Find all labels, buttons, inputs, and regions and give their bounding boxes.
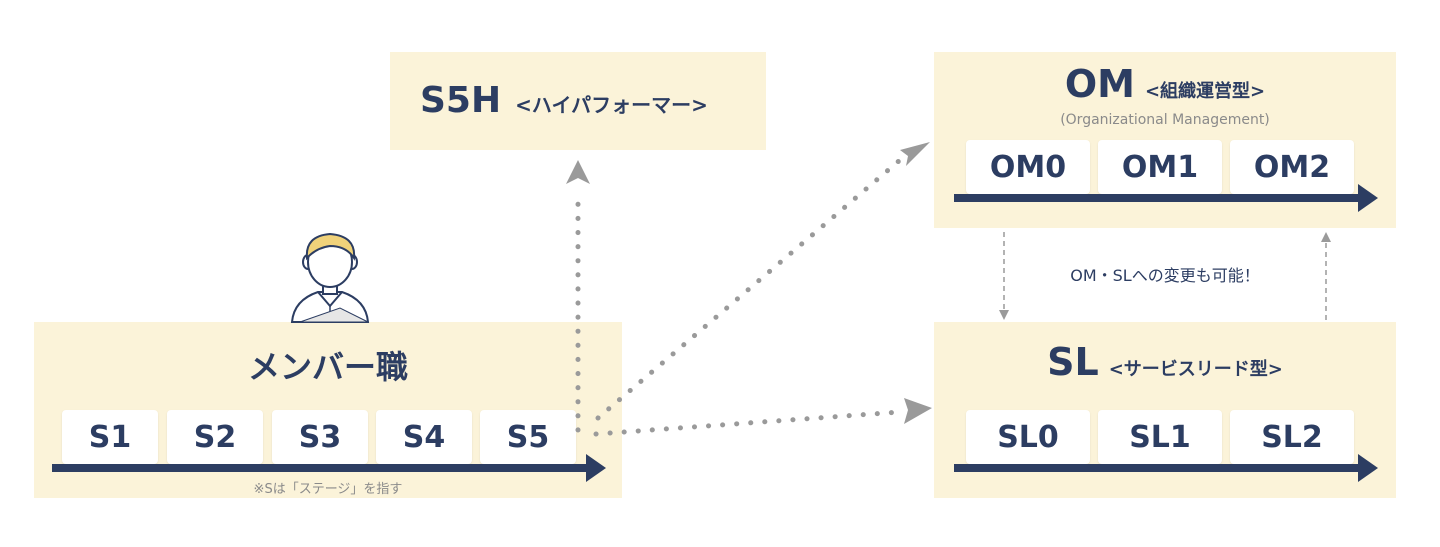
- dotted-path-s5-to-sl: [593, 398, 932, 437]
- member-stage-s4: S4: [376, 410, 472, 464]
- member-progress-arrow: [52, 454, 606, 482]
- s5h-code: S5H: [420, 80, 502, 121]
- om-english-label: (Organizational Management): [1060, 112, 1270, 128]
- om-subtitle: <組織運営型>: [1144, 81, 1266, 102]
- sl-stage-0: SL0: [966, 410, 1090, 464]
- member-stage-s2: S2: [167, 410, 263, 464]
- person-icon: [290, 232, 370, 323]
- sl-stage-2: SL2: [1230, 410, 1354, 464]
- dotted-path-s5-to-s5h: [566, 160, 590, 433]
- om-progress-arrow: [954, 184, 1378, 212]
- om-stage-0: OM0: [966, 140, 1090, 194]
- dashed-arrow-sl-to-om: [1321, 232, 1331, 320]
- member-stage-s1: S1: [62, 410, 158, 464]
- switch-note: OM・SLへの変更も可能！: [1070, 266, 1260, 285]
- sl-code: SL: [1047, 340, 1099, 384]
- s5h-subtitle: <ハイパフォーマー>: [515, 93, 708, 117]
- member-stage-s3: S3: [272, 410, 368, 464]
- member-stage-note: ※Sは「ステージ」を指す: [253, 482, 403, 497]
- s5h-panel: S5H <ハイパフォーマー>: [390, 52, 766, 150]
- sl-stage-1: SL1: [1098, 410, 1222, 464]
- om-stage-2: OM2: [1230, 140, 1354, 194]
- sl-progress-arrow: [954, 454, 1378, 482]
- om-stage-1: OM1: [1098, 140, 1222, 194]
- dotted-path-s5-to-om: [595, 142, 930, 421]
- member-stage-s5: S5: [480, 410, 576, 464]
- member-title: メンバー職: [247, 348, 408, 386]
- om-code: OM: [1064, 62, 1135, 106]
- dashed-arrow-om-to-sl: [999, 232, 1009, 320]
- sl-subtitle: <サービスリード型>: [1108, 359, 1283, 380]
